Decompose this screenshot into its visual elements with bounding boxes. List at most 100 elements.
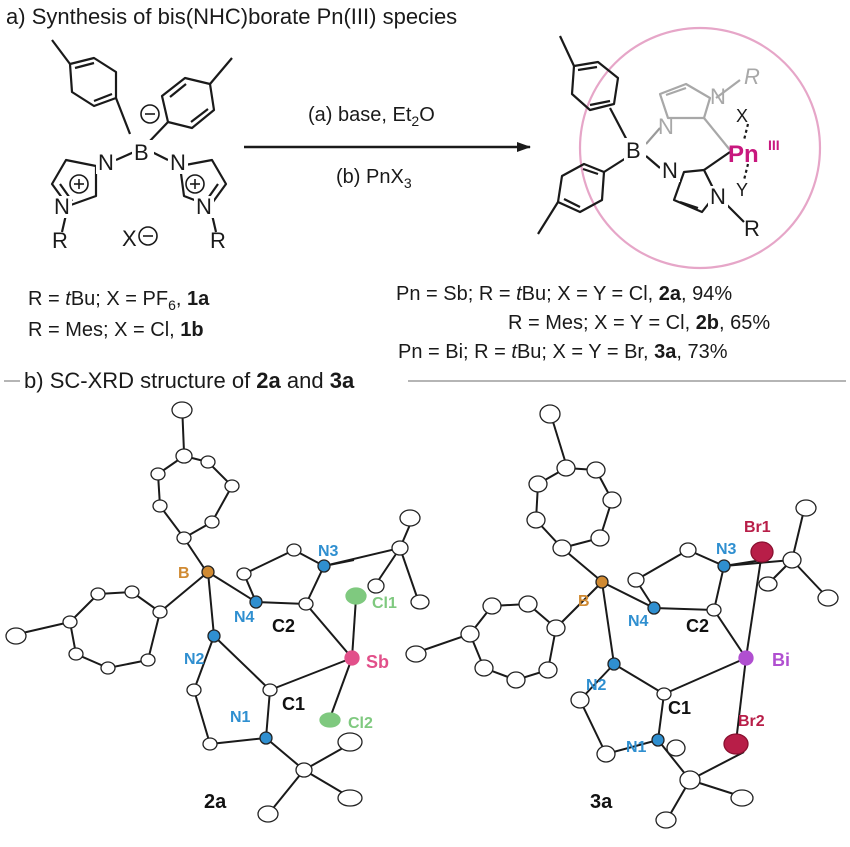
lc1-p1: R = xyxy=(28,288,66,310)
left-methyl-1 xyxy=(51,39,71,65)
left-condition-1: R = tBu; X = PF6, 1a xyxy=(28,288,209,313)
label-2a-c2: C2 xyxy=(272,616,295,636)
right-y-label: Y xyxy=(736,180,748,200)
right-condition-1: Pn = Sb; R = tBu; X = Y = Cl, 2a, 94% xyxy=(396,283,732,306)
label-3a-br2: Br2 xyxy=(738,713,765,730)
right-nitrogen-label-4: N xyxy=(710,184,726,209)
reagent-step-a-suffix: O xyxy=(419,104,435,126)
right-condition-3: Pn = Bi; R = tBu; X = Y = Br, 3a, 73% xyxy=(398,341,728,364)
right-nitrogen-label-3: N xyxy=(662,158,678,183)
left-nitrogen-label-4: N xyxy=(196,194,212,219)
label-2a-sb: Sb xyxy=(366,652,389,672)
panel-b-title-compound-2: 3a xyxy=(329,368,355,393)
label-3a-c1: C1 xyxy=(668,698,691,718)
crystal-atoms-2a xyxy=(5,401,430,823)
pn-highlight-circle xyxy=(578,26,822,270)
lc1-compound: 1a xyxy=(187,288,210,310)
left-r-label-1: R xyxy=(52,228,68,253)
panel-b-letter: b) xyxy=(24,368,44,393)
reagent-step-b: (b) PnX3 xyxy=(336,166,412,191)
panel-a-title: Synthesis of bis(NHC)borate Pn(III) spec… xyxy=(31,4,458,29)
left-tolyl-ring-1 xyxy=(68,56,118,108)
rc1-p1: Pn = Sb; R = xyxy=(396,283,517,305)
lc2-compound: 1b xyxy=(180,319,204,341)
label-2a-cl2: Cl2 xyxy=(348,715,373,732)
reagent-step-b-text: (b) PnX xyxy=(336,166,404,188)
label-2a-cl1: Cl1 xyxy=(372,595,397,612)
reagent-step-b-sub: 3 xyxy=(403,175,412,191)
crystal-atoms-3a xyxy=(405,404,839,829)
left-imidazolium-1 xyxy=(50,158,98,208)
rc1-it: t xyxy=(516,283,522,305)
label-2a-n3: N3 xyxy=(318,543,339,560)
label-3a-n3: N3 xyxy=(716,541,737,558)
label-2a-b: B xyxy=(178,565,190,582)
left-nitrogen-label-2: N xyxy=(170,150,186,175)
rc1-compound: 2a xyxy=(658,283,682,305)
rc1-yield: , 94% xyxy=(681,283,733,305)
label-2a-n1: N1 xyxy=(230,709,251,726)
left-methyl-2 xyxy=(209,57,233,85)
reagent-step-a: (a) base, Et2O xyxy=(308,104,435,129)
crystal-labels-2a: B N4 N2 N3 N1 C2 C1 Cl1 Cl2 Sb 2a xyxy=(178,543,397,813)
left-imidazolium-2 xyxy=(178,158,228,208)
label-3a-bi: Bi xyxy=(772,650,790,670)
right-nitrogen-label-2: N xyxy=(710,84,726,109)
panel-b-title-prefix: SC-XRD structure of xyxy=(49,368,257,393)
label-2a-c1: C1 xyxy=(282,694,305,714)
caption-2a: 2a xyxy=(204,791,227,813)
right-boron-label: B xyxy=(626,138,641,163)
rc3-yield: , 73% xyxy=(676,341,728,363)
reagent-step-a-sub: 2 xyxy=(411,113,420,129)
lc1-p3: , xyxy=(175,288,187,310)
crystal-structure-3a xyxy=(417,411,827,819)
right-condition-2: R = Mes; X = Y = Cl, 2b, 65% xyxy=(508,312,770,335)
label-3a-c2: C2 xyxy=(686,616,709,636)
label-3a-br1: Br1 xyxy=(744,519,771,536)
crystal-structure-2a xyxy=(17,403,419,813)
label-2a-n2: N2 xyxy=(184,651,205,668)
rc2-compound: 2b xyxy=(695,312,720,334)
right-atom-labels: B N N R N N R X Y Pn III xyxy=(624,64,780,241)
rc3-it: t xyxy=(511,341,517,363)
rc3-p1: Pn = Bi; R = xyxy=(398,341,512,363)
left-tolyl-ring-2 xyxy=(160,76,216,130)
label-3a-n2: N2 xyxy=(586,677,607,694)
reagent-step-a-text: (a) base, Et xyxy=(308,104,412,126)
label-2a-n4: N4 xyxy=(234,609,255,626)
lc2-p1: R = Mes; X = Cl, xyxy=(28,319,181,341)
right-x-label: X xyxy=(736,106,748,126)
label-3a-n4: N4 xyxy=(628,613,649,630)
left-r-label-2: R xyxy=(210,228,226,253)
caption-3a: 3a xyxy=(590,791,613,813)
left-nitrogen-label-1: N xyxy=(98,150,114,175)
left-nitrogen-label-3: N xyxy=(54,194,70,219)
rc2-p1: R = Mes; X = Y = Cl, xyxy=(508,312,696,334)
lc1-it: t xyxy=(65,288,71,310)
panel-a-header: a) Synthesis of bis(NHC)borate Pn(III) s… xyxy=(6,4,457,30)
label-3a-n1: N1 xyxy=(626,739,647,756)
panel-b-title-mid: and xyxy=(280,368,330,393)
rc3-p2: Bu; X = Y = Br, xyxy=(516,341,655,363)
right-nitrogen-label-1: N xyxy=(658,114,674,139)
panel-b-title-compound-1: 2a xyxy=(256,368,281,393)
rc3-compound: 3a xyxy=(654,341,677,363)
pnictogen-label: Pn xyxy=(728,141,759,168)
right-r-label-2: R xyxy=(744,216,760,241)
pnictogen-oxidation-state: III xyxy=(768,137,780,153)
panel-a-letter: a) xyxy=(6,4,26,29)
left-counterion-label: X xyxy=(122,226,137,251)
left-plus-minus xyxy=(69,104,205,246)
crystal-labels-3a: B N4 N2 N3 N1 C2 C1 Br1 Br2 Bi 3a xyxy=(578,519,790,813)
left-boron-label: B xyxy=(134,140,149,165)
left-atom-labels: B N N N N R R X xyxy=(52,140,226,253)
rc1-p2: Bu; X = Y = Cl, xyxy=(521,283,659,305)
lc1-sub: 6 xyxy=(168,297,176,313)
panel-b-header: b) SC-XRD structure of 2a and 3a xyxy=(24,368,354,394)
right-r-label-1: R xyxy=(744,64,760,89)
label-3a-b: B xyxy=(578,593,590,610)
rc2-yield: , 65% xyxy=(719,312,771,334)
left-condition-2: R = Mes; X = Cl, 1b xyxy=(28,319,204,342)
lc1-p2: Bu; X = PF xyxy=(70,288,169,310)
